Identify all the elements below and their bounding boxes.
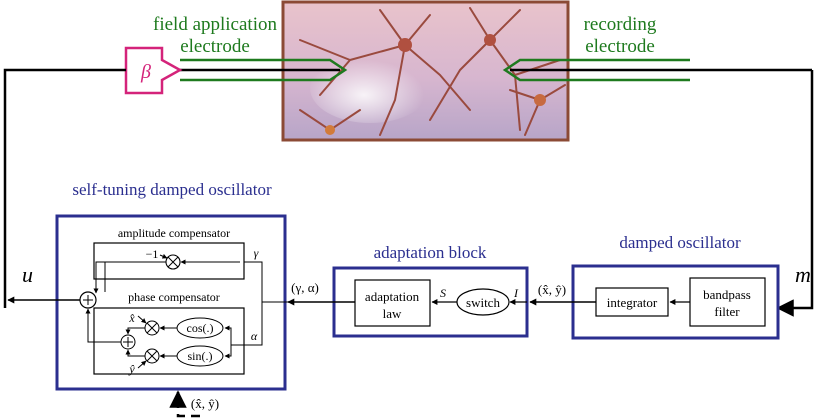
signal-s: S: [440, 286, 446, 300]
feedback-estimates-wire: [169, 390, 200, 418]
recording-electrode-label: recording: [584, 14, 657, 35]
phase-compensator-box: [93, 307, 245, 375]
output-u-label: u: [22, 262, 33, 287]
field-application-electrode: [180, 58, 348, 82]
feedback-estimates-label: (x̂, ŷ): [191, 396, 219, 411]
signal-i: I: [513, 286, 519, 300]
adaptation-law-label-2: law: [383, 306, 402, 321]
cos-label: cos(.): [187, 321, 214, 335]
gamma-label: γ: [254, 246, 259, 260]
field-electrode-label-2: electrode: [180, 36, 250, 57]
integrator-label: integrator: [607, 295, 658, 310]
self-tuning-title: self-tuning damped oscillator: [72, 180, 272, 199]
alpha-label: α: [251, 329, 258, 343]
phase-compensator-title: phase compensator: [128, 290, 220, 304]
recording-electrode: [502, 58, 812, 82]
estimates-label: (x̂, ŷ): [538, 282, 566, 297]
damped-title: damped oscillator: [619, 233, 741, 252]
adaptation-block: adaptation law switch S I: [287, 266, 529, 338]
amplitude-compensator-title: amplitude compensator: [118, 226, 230, 240]
output-to-gain-wire: [3, 68, 126, 308]
sin-label: sin(.): [188, 349, 213, 363]
measurement-wire: [776, 70, 814, 317]
adaptation-law-label: adaptation: [365, 289, 420, 304]
bandpass-label-2: filter: [714, 304, 740, 319]
input-m-label: m: [795, 262, 811, 287]
gain-block: β: [124, 46, 183, 95]
damped-oscillator-block: bandpass filter integrator: [529, 264, 780, 340]
switch-label: switch: [466, 295, 500, 310]
x-hat-label: x̂: [128, 311, 135, 325]
gain-beta: β: [140, 61, 151, 83]
adaptation-title: adaptation block: [374, 243, 487, 262]
minus-one-label: −1: [146, 247, 159, 261]
recording-electrode-label-2: electrode: [585, 36, 655, 57]
y-hat-label: ŷ: [128, 362, 135, 376]
self-tuning-oscillator-block: amplitude compensator −1 γ phase compens…: [7, 214, 288, 391]
amplitude-compensator-box: [93, 242, 245, 280]
params-label: (γ, α): [291, 280, 319, 295]
integrator-box: [595, 287, 669, 317]
bandpass-label: bandpass: [703, 287, 751, 302]
field-electrode-label: field application: [153, 14, 277, 35]
adaptation-law-box: [354, 279, 431, 327]
